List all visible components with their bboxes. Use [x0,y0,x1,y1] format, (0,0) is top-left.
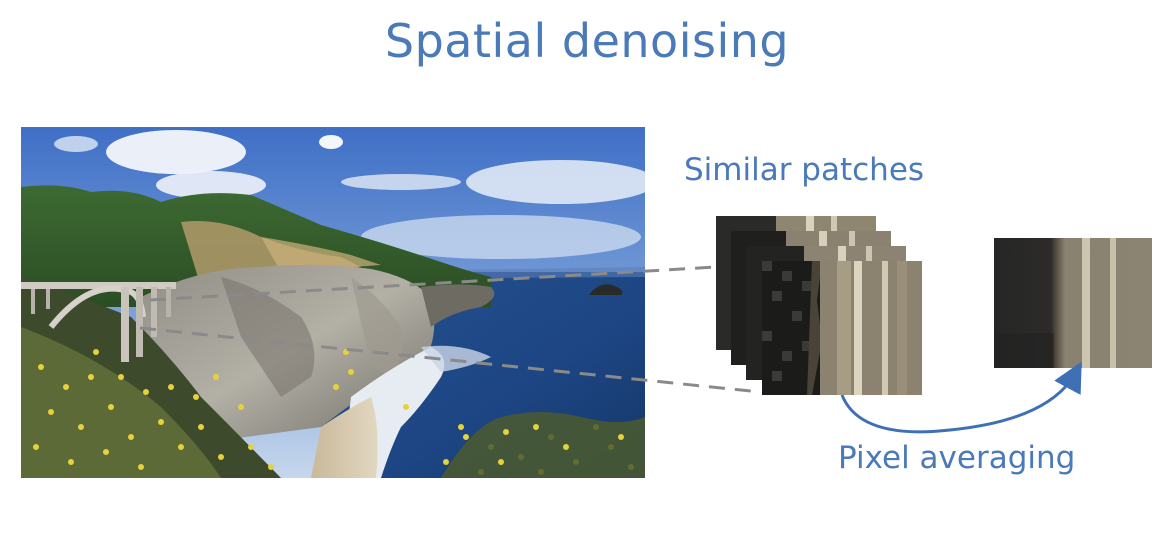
slide-title: Spatial denoising [384,14,790,68]
similar-patch-4 [762,261,922,395]
averaged-patch [994,238,1152,368]
similar-patches-label: Similar patches [684,152,925,188]
landscape-photo [21,127,645,478]
pixel-averaging-label: Pixel averaging [838,440,1076,476]
